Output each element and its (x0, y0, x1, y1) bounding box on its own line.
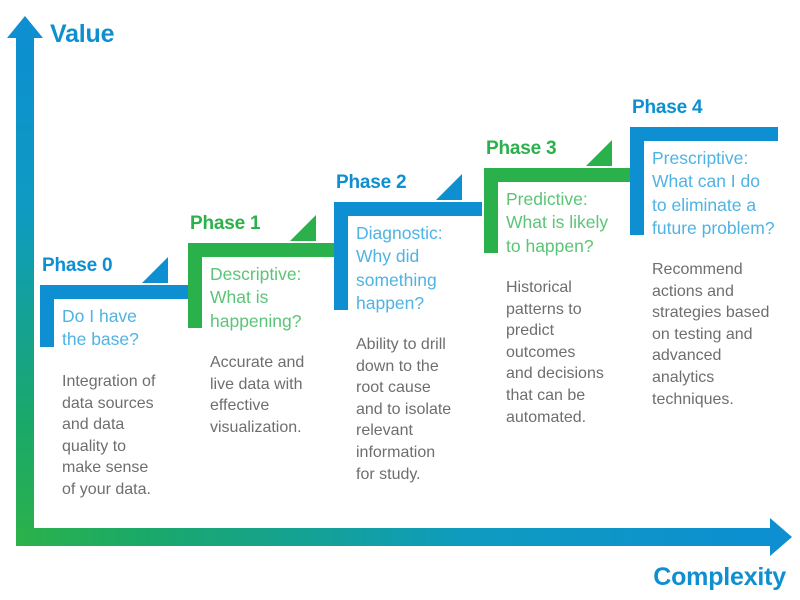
value-axis-label: Value (50, 20, 115, 48)
value-axis-arrowhead-icon (7, 16, 43, 38)
step-bracket-top-3 (484, 168, 632, 182)
value-axis-line (16, 36, 34, 546)
step-arrow-icon-0 (142, 257, 168, 283)
step-bracket-stem-2 (334, 202, 348, 310)
step-bracket-stem-4 (630, 127, 644, 235)
step-bracket-top-1 (188, 243, 336, 257)
step-body-3: Historical patterns to predict outcomes … (506, 279, 604, 426)
step-label-4: Phase 4 (632, 97, 703, 118)
step-headline-2: Diagnostic: Why did something happen? (356, 223, 443, 313)
step-label-2: Phase 2 (336, 172, 407, 193)
step-bracket-stem-1 (188, 243, 202, 328)
step-arrow-icon-1 (290, 215, 316, 241)
step-headline-3: Predictive: What is likely to happen? (506, 189, 609, 256)
step-bracket-stem-0 (40, 285, 54, 347)
step-bracket-top-4 (630, 127, 778, 141)
step-body-4: Recommend actions and strategies based o… (652, 261, 770, 408)
step-body-1: Accurate and live data with effective vi… (210, 354, 305, 436)
step-headline-4: Prescriptive: What can I do to eliminate… (652, 148, 775, 238)
step-bracket-stem-3 (484, 168, 498, 253)
step-arrow-icon-3 (586, 140, 612, 166)
step-body-2: Ability to drill down to the root cause … (356, 336, 452, 483)
step-bracket-top-0 (40, 285, 188, 299)
step-body-0: Integration of data sources and data qua… (62, 373, 156, 498)
complexity-axis-label: Complexity (653, 563, 786, 591)
step-arrow-icon-2 (436, 174, 462, 200)
step-headline-1: Descriptive: What is happening? (210, 264, 302, 331)
step-headline-0: Do I have the base? (62, 306, 139, 350)
complexity-axis-arrowhead-icon (770, 518, 792, 556)
complexity-axis-line (16, 528, 772, 546)
step-label-1: Phase 1 (190, 213, 261, 234)
step-label-0: Phase 0 (42, 255, 113, 276)
step-bracket-top-2 (334, 202, 482, 216)
step-label-3: Phase 3 (486, 138, 557, 159)
